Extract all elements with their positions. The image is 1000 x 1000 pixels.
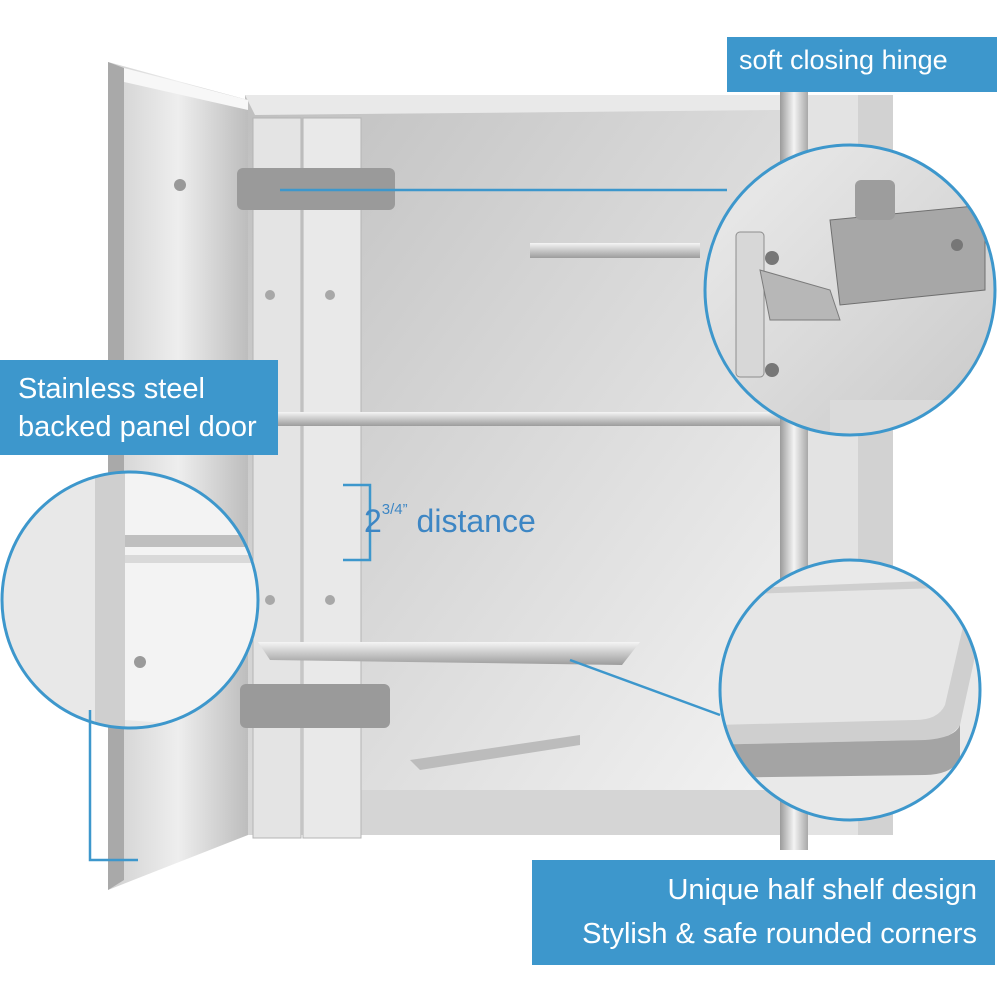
- shelf-spacing-measurement: 23/4” distance: [364, 501, 536, 540]
- door-callout-line-1: Stainless steel: [18, 373, 205, 405]
- measurement-whole: 2: [364, 503, 382, 539]
- hinge-detail-zoom: [703, 143, 997, 437]
- measurement-fraction: 3/4”: [381, 501, 408, 519]
- shelf-callout-line-2: Stylish & safe rounded corners: [582, 918, 977, 950]
- measurement-word: distance: [416, 503, 536, 539]
- shelf-callout-label: Unique half shelf design Stylish & safe …: [532, 860, 995, 965]
- hinge-callout-text: soft closing hinge: [739, 45, 948, 75]
- shelf-detail-zoom: [718, 558, 982, 822]
- hinge-callout-label: soft closing hinge: [727, 37, 997, 92]
- door-callout-label: Stainless steel backed panel door: [0, 360, 278, 455]
- shelves: [245, 243, 780, 770]
- hinge-plates: [237, 117, 395, 839]
- door-detail-zoom: [0, 470, 260, 730]
- door-callout-line-2: backed panel door: [18, 411, 257, 443]
- callout-leaders: [88, 188, 727, 862]
- shelf-callout-line-1: Unique half shelf design: [667, 874, 977, 906]
